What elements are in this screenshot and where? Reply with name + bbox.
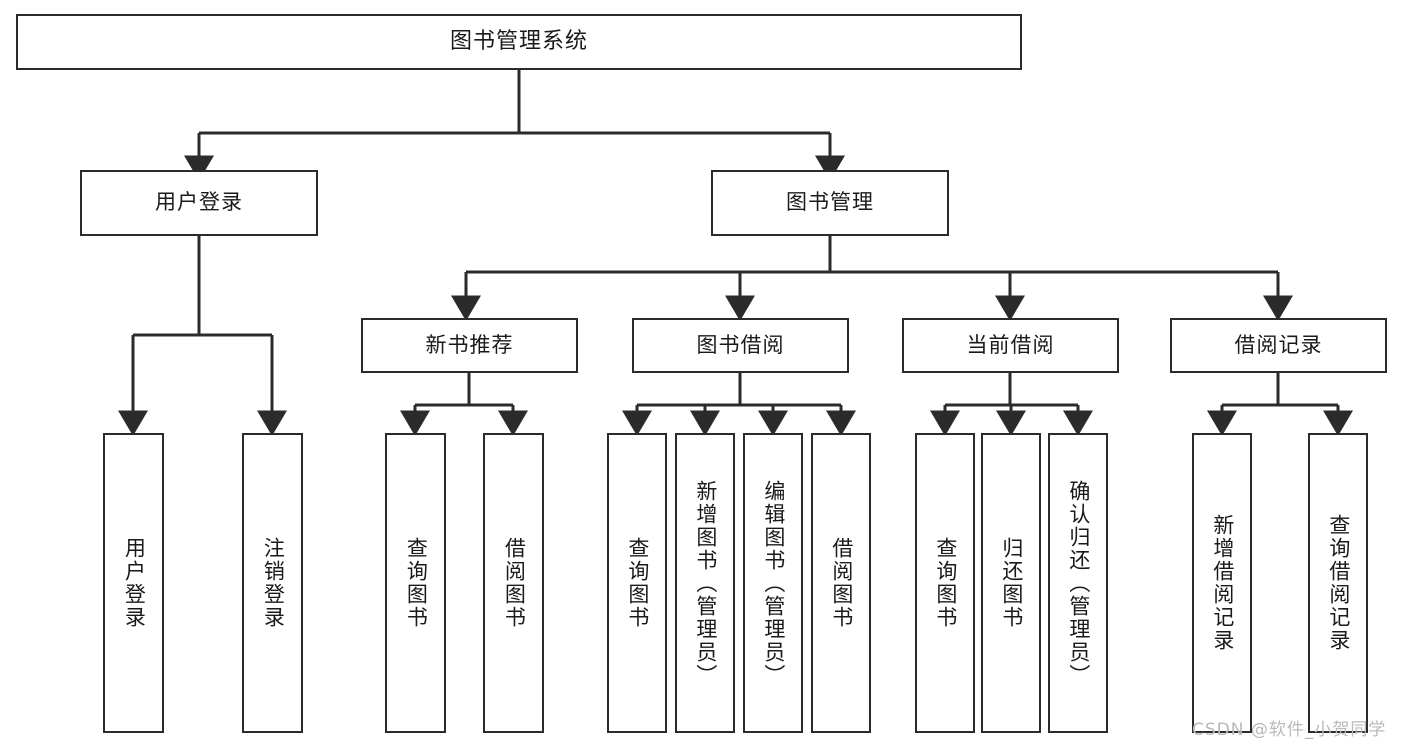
node-leaf-user-login-label: 用户登录 [122,537,147,629]
node-leaf-add-book-label: 新增图书（管理员） [693,479,718,687]
node-leaf-logout-login[interactable]: 注销登录 [242,433,303,733]
node-book-manage[interactable]: 图书管理 [711,170,949,236]
node-leaf-edit-book[interactable]: 编辑图书（管理员） [743,433,803,733]
node-leaf-query-borrow-record-label: 查询借阅记录 [1326,514,1351,652]
node-leaf-query-book-3-label: 查询图书 [933,537,958,629]
node-leaf-return-book-label: 归还图书 [999,537,1024,629]
node-new-book-recommend-label: 新书推荐 [425,332,514,357]
node-leaf-confirm-return[interactable]: 确认归还（管理员） [1048,433,1108,733]
node-current-borrow-label: 当前借阅 [966,332,1055,357]
node-borrow-record[interactable]: 借阅记录 [1170,318,1387,373]
node-leaf-edit-book-label: 编辑图书（管理员） [761,479,786,687]
node-leaf-borrow-book-1-label: 借阅图书 [502,537,527,629]
node-leaf-query-book-2-label: 查询图书 [625,537,650,629]
node-book-borrow[interactable]: 图书借阅 [632,318,849,373]
node-leaf-borrow-book-2[interactable]: 借阅图书 [811,433,871,733]
node-leaf-borrow-book-2-label: 借阅图书 [829,537,854,629]
node-leaf-add-borrow-record[interactable]: 新增借阅记录 [1192,433,1252,733]
node-book-borrow-label: 图书借阅 [696,332,785,357]
node-leaf-user-login[interactable]: 用户登录 [103,433,164,733]
watermark-text: CSDN @软件_小贺同学 [1192,720,1387,740]
node-user-login-label: 用户登录 [155,190,243,215]
node-book-manage-label: 图书管理 [786,190,874,215]
node-borrow-record-label: 借阅记录 [1234,332,1323,357]
node-leaf-confirm-return-label: 确认归还（管理员） [1066,479,1091,687]
node-current-borrow[interactable]: 当前借阅 [902,318,1119,373]
node-leaf-borrow-book-1[interactable]: 借阅图书 [483,433,544,733]
node-user-login[interactable]: 用户登录 [80,170,318,236]
node-leaf-query-borrow-record[interactable]: 查询借阅记录 [1308,433,1368,733]
node-leaf-query-book-1[interactable]: 查询图书 [385,433,446,733]
node-root-system-label: 图书管理系统 [449,28,588,54]
node-leaf-logout-login-label: 注销登录 [261,537,286,629]
node-leaf-query-book-1-label: 查询图书 [404,537,429,629]
node-leaf-add-book[interactable]: 新增图书（管理员） [675,433,735,733]
node-leaf-query-book-3[interactable]: 查询图书 [915,433,975,733]
node-leaf-query-book-2[interactable]: 查询图书 [607,433,667,733]
node-root-system[interactable]: 图书管理系统 [16,14,1022,70]
node-leaf-return-book[interactable]: 归还图书 [981,433,1041,733]
node-new-book-recommend[interactable]: 新书推荐 [361,318,578,373]
node-leaf-add-borrow-record-label: 新增借阅记录 [1210,514,1235,652]
